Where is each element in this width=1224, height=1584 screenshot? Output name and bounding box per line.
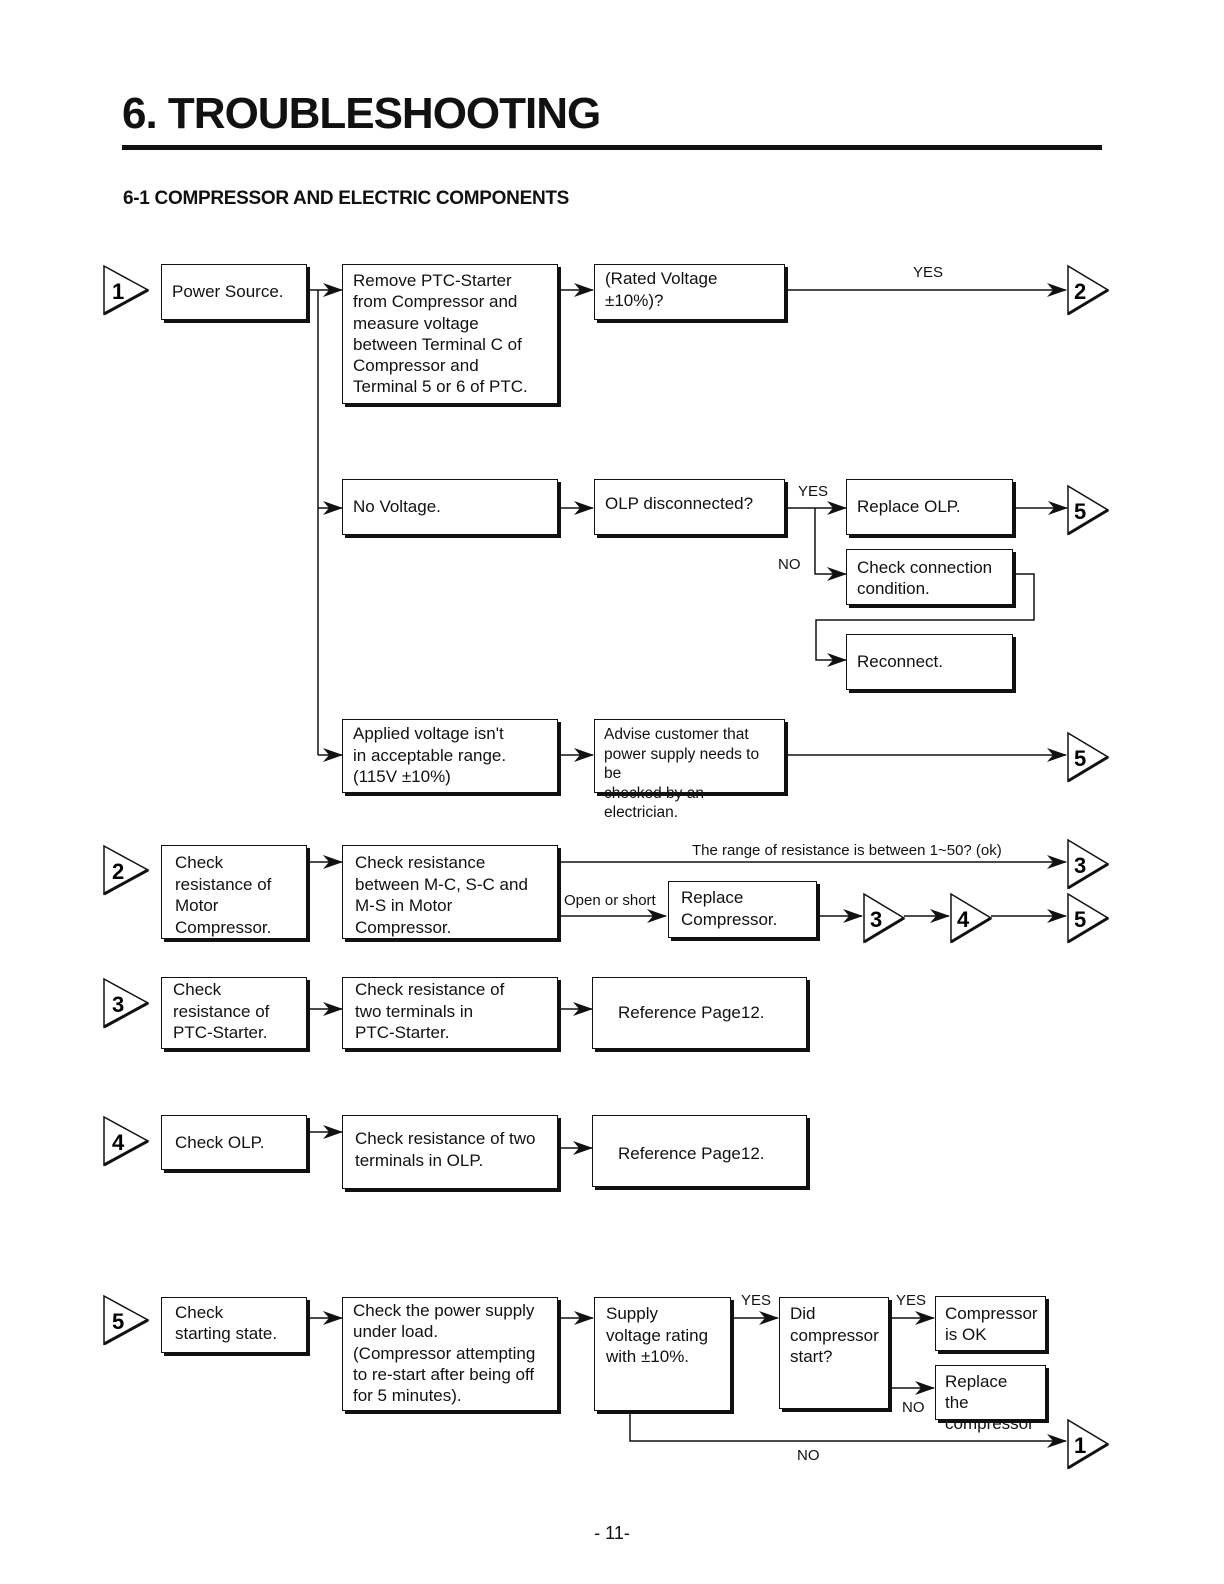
check-power-load-box: Check the power supply under load. (Comp… — [342, 1297, 558, 1411]
olp-disconnected-box: OLP disconnected? — [594, 479, 785, 535]
connector-5-olp: 5 — [1067, 484, 1110, 536]
check-connection-box: Check connection condition. — [846, 549, 1013, 605]
connector-4-mid: 4 — [950, 892, 993, 944]
yes-label: YES — [798, 483, 829, 500]
yes-label: YES — [913, 264, 944, 281]
page-title: 6. TROUBLESHOOTING — [122, 89, 601, 138]
section-subtitle: 6-1 COMPRESSOR AND ELECTRIC COMPONENTS — [123, 188, 570, 209]
compressor-ok-box: Compressor is OK — [935, 1296, 1046, 1351]
connector-3-ok: 3 — [1067, 838, 1110, 890]
check-motor-box: Check resistance of Motor Compressor. — [161, 845, 307, 939]
power-source-box: Power Source. — [161, 264, 307, 320]
replace-the-compressor-box: Replace the compressor — [935, 1365, 1046, 1433]
check-ptc-box: Check resistance of PTC-Starter. — [161, 977, 307, 1049]
connector-label: 3 — [870, 907, 882, 932]
range-ok-label: The range of resistance is between 1~50?… — [692, 842, 1002, 859]
connector-label: 5 — [1074, 499, 1086, 524]
connector-label: 4 — [112, 1130, 125, 1155]
connector-label: 4 — [957, 907, 970, 932]
connector-5-replace: 5 — [1067, 892, 1110, 944]
page-number: - 11- — [594, 1523, 630, 1543]
check-two-terminals-box: Check resistance of two terminals in PTC… — [342, 977, 558, 1049]
check-starting-box: Check starting state. — [161, 1297, 307, 1353]
open-or-short-label: Open or short — [564, 892, 656, 909]
connector-3-mid: 3 — [863, 892, 906, 944]
connector-label: 5 — [1074, 746, 1086, 771]
supply-voltage-box: Supply voltage rating with ±10%. — [594, 1297, 731, 1411]
connector-2-yes: 2 — [1067, 264, 1110, 316]
connector-label: 5 — [1074, 907, 1086, 932]
replace-olp-box: Replace OLP. — [846, 479, 1013, 535]
connector-5-advise: 5 — [1067, 731, 1110, 783]
no-voltage-box: No Voltage. — [342, 479, 558, 535]
rated-voltage-box: (Rated Voltage ±10%)? — [594, 264, 785, 320]
title-rule — [122, 145, 1102, 150]
yes-label: YES — [741, 1292, 772, 1309]
connector-1-return: 1 — [1067, 1418, 1110, 1470]
connector-label: 3 — [112, 992, 124, 1017]
connector-label: 1 — [1074, 1433, 1086, 1458]
connector-3-start: 3 — [103, 977, 150, 1029]
reference-page12-box: Reference Page12. — [592, 977, 807, 1049]
connector-label: 5 — [112, 1309, 124, 1334]
no-label: NO — [797, 1447, 820, 1464]
reference-page12-box: Reference Page12. — [592, 1115, 807, 1187]
no-label: NO — [778, 556, 801, 573]
check-between-box: Check resistance between M-C, S-C and M-… — [342, 845, 558, 939]
check-olp-terminals-box: Check resistance of two terminals in OLP… — [342, 1115, 558, 1189]
connector-1-start: 1 — [103, 264, 150, 316]
connector-2-start: 2 — [103, 844, 150, 896]
connector-label: 2 — [1074, 279, 1086, 304]
reconnect-box: Reconnect. — [846, 634, 1013, 690]
check-olp-box: Check OLP. — [161, 1115, 307, 1170]
yes-label: YES — [896, 1292, 927, 1309]
applied-voltage-box: Applied voltage isn't in acceptable rang… — [342, 719, 558, 793]
connector-5-start: 5 — [103, 1294, 150, 1346]
connector-label: 2 — [112, 859, 124, 884]
did-compressor-start-box: Did compressor start? — [779, 1297, 889, 1409]
no-label: NO — [902, 1399, 925, 1416]
replace-compressor-box: Replace Compressor. — [668, 881, 817, 938]
connector-label: 3 — [1074, 853, 1086, 878]
connector-label: 1 — [112, 279, 124, 304]
advise-customer-box: Advise customer that power supply needs … — [594, 719, 785, 821]
connector-4-start: 4 — [103, 1115, 150, 1167]
remove-ptc-box: Remove PTC-Starter from Compressor and m… — [342, 264, 558, 404]
